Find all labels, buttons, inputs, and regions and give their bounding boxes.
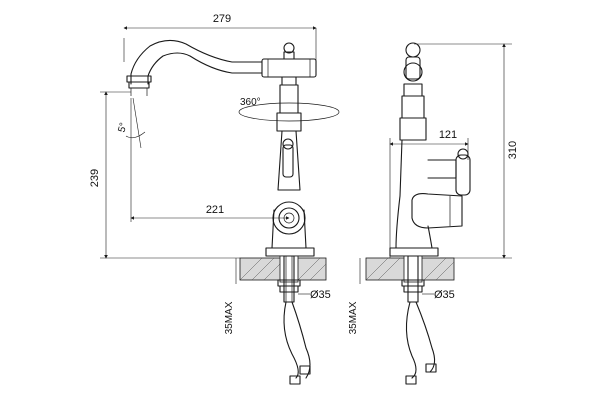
- dim-121-label: 121: [439, 129, 457, 141]
- flexible-hoses: [283, 301, 311, 385]
- dim-279-label: 279: [213, 13, 231, 25]
- dim-deck-label: 35MAX: [224, 301, 235, 334]
- side-dim-hole-label: Ø35: [434, 289, 455, 301]
- dim-239-label: 239: [89, 169, 101, 187]
- dim-310-label: 310: [507, 141, 519, 159]
- dim-221-label: 221: [206, 204, 224, 216]
- mounting-hardware: [277, 255, 301, 303]
- side-flexible-hoses: [405, 301, 437, 385]
- dim-360-label: 360°: [240, 97, 261, 108]
- rotation-indicator: 360°: [238, 97, 340, 122]
- tilt-indicator: 5°: [117, 97, 146, 149]
- faucet-top-handle: [261, 42, 317, 86]
- dim-5-label: 5°: [117, 122, 130, 134]
- front-view: 279 360° 5°: [89, 13, 340, 385]
- faucet-spout: [126, 39, 263, 96]
- dim-hole-label: Ø35: [310, 289, 331, 301]
- countertop-section: [239, 255, 327, 283]
- side-mounting-hardware: [401, 255, 425, 303]
- faucet-body: [265, 84, 315, 257]
- side-countertop-section: [365, 255, 455, 283]
- side-lever: [411, 148, 471, 229]
- side-body: [389, 42, 439, 257]
- side-view: 310 121: [348, 42, 519, 385]
- side-dim-deck-label: 35MAX: [348, 301, 359, 334]
